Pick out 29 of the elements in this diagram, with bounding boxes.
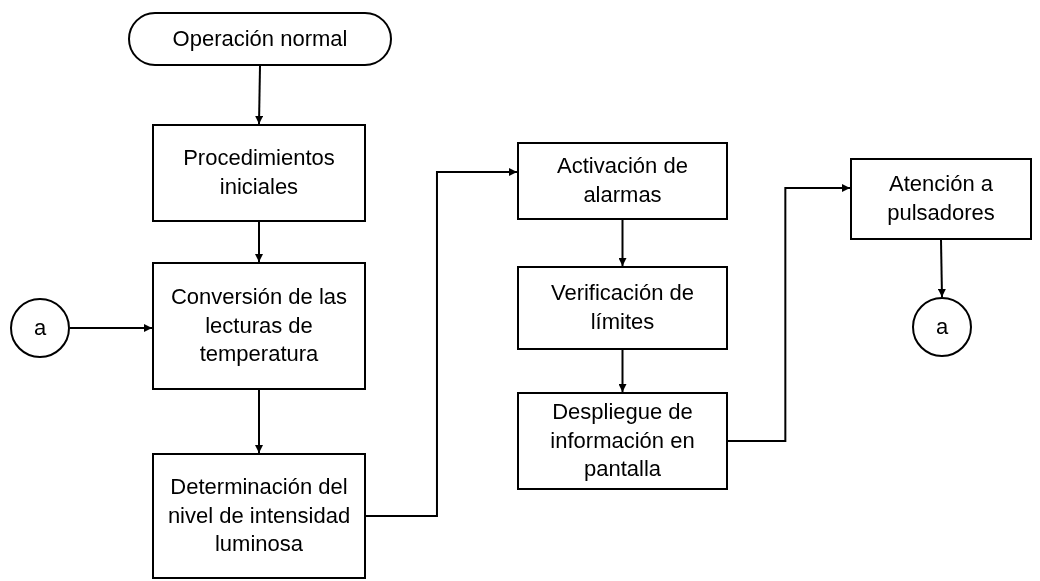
arrow <box>937 239 946 298</box>
arrow <box>618 349 627 393</box>
node-label: Procedimientos iniciales <box>182 144 336 201</box>
process-box <box>517 266 728 350</box>
process-box <box>517 392 728 490</box>
connector-circle <box>912 297 972 357</box>
node-label: a <box>32 313 48 342</box>
process-box <box>850 158 1032 240</box>
process-box <box>152 262 366 390</box>
process-box <box>152 453 366 579</box>
node-label: a <box>934 312 950 341</box>
node-label: Determinación del nivel de intensidad luminosa <box>166 473 352 559</box>
node-label: Verificación de límites <box>549 279 696 336</box>
arrow <box>365 168 518 517</box>
arrow <box>255 389 263 454</box>
process-box <box>517 142 728 220</box>
node-label: Operación normal <box>171 24 349 53</box>
node-label: Atención a pulsadores <box>886 170 996 227</box>
connector-circle <box>10 298 70 358</box>
node-label: Conversión de las lecturas de temperatura <box>169 283 349 369</box>
node-label: Activación de alarmas <box>556 152 689 209</box>
arrow <box>255 221 263 263</box>
arrow <box>255 65 264 125</box>
arrow <box>69 324 153 332</box>
terminator-shape <box>128 12 392 66</box>
process-box <box>152 124 366 222</box>
arrow <box>727 184 851 442</box>
node-label: Despliegue de información en pantalla <box>549 398 696 484</box>
arrow <box>618 219 627 267</box>
